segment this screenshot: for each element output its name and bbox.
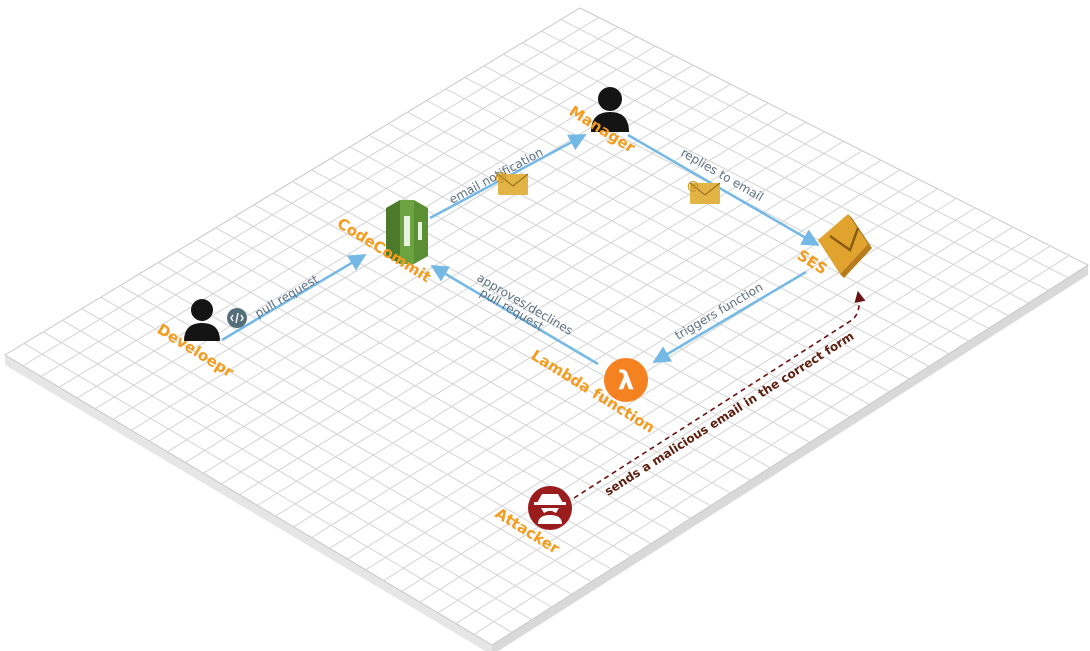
platform-side-right xyxy=(492,265,1088,651)
envelope-icon: @ xyxy=(495,170,529,195)
grid-line xyxy=(349,146,850,418)
grid-line xyxy=(292,181,791,456)
grid-line xyxy=(100,296,592,583)
svg-text:@: @ xyxy=(495,170,507,184)
edge-pull-request xyxy=(221,253,367,342)
grid-lines xyxy=(22,17,1070,635)
person-icon xyxy=(184,299,220,341)
grid-line xyxy=(43,331,532,621)
grid-line xyxy=(196,238,691,519)
person-icon xyxy=(591,87,629,132)
edge-replies-to-email xyxy=(627,133,820,247)
grid-line xyxy=(273,192,771,469)
grid-line xyxy=(560,19,1069,279)
grid-line xyxy=(23,343,513,633)
edge-triggers-function xyxy=(652,270,807,364)
grid-line xyxy=(426,100,930,367)
grid-line xyxy=(407,111,910,380)
codecommit-icon xyxy=(386,200,428,264)
grid-line xyxy=(522,42,1029,304)
grid-line xyxy=(81,308,572,595)
grid-line xyxy=(62,319,552,608)
ses-icon xyxy=(818,214,872,278)
grid-line xyxy=(464,76,970,342)
grid-line xyxy=(368,134,870,405)
lambda-icon: λ xyxy=(604,358,648,402)
grid-line xyxy=(445,88,950,355)
svg-text:@: @ xyxy=(687,179,699,193)
grid-platform xyxy=(4,7,1090,651)
spy-icon xyxy=(528,486,572,530)
grid-line xyxy=(388,123,890,393)
grid-line xyxy=(234,215,731,494)
svg-text:λ: λ xyxy=(618,366,634,396)
envelope-icon: @ xyxy=(687,179,721,204)
grid-line xyxy=(541,30,1049,291)
grid-line xyxy=(503,53,1009,317)
platform-side-left xyxy=(5,355,492,651)
edge-approves-declines xyxy=(430,264,599,366)
grid-line xyxy=(253,204,751,481)
grid-line xyxy=(177,250,672,532)
git-badge-icon xyxy=(227,308,247,328)
grid-line xyxy=(215,227,711,507)
